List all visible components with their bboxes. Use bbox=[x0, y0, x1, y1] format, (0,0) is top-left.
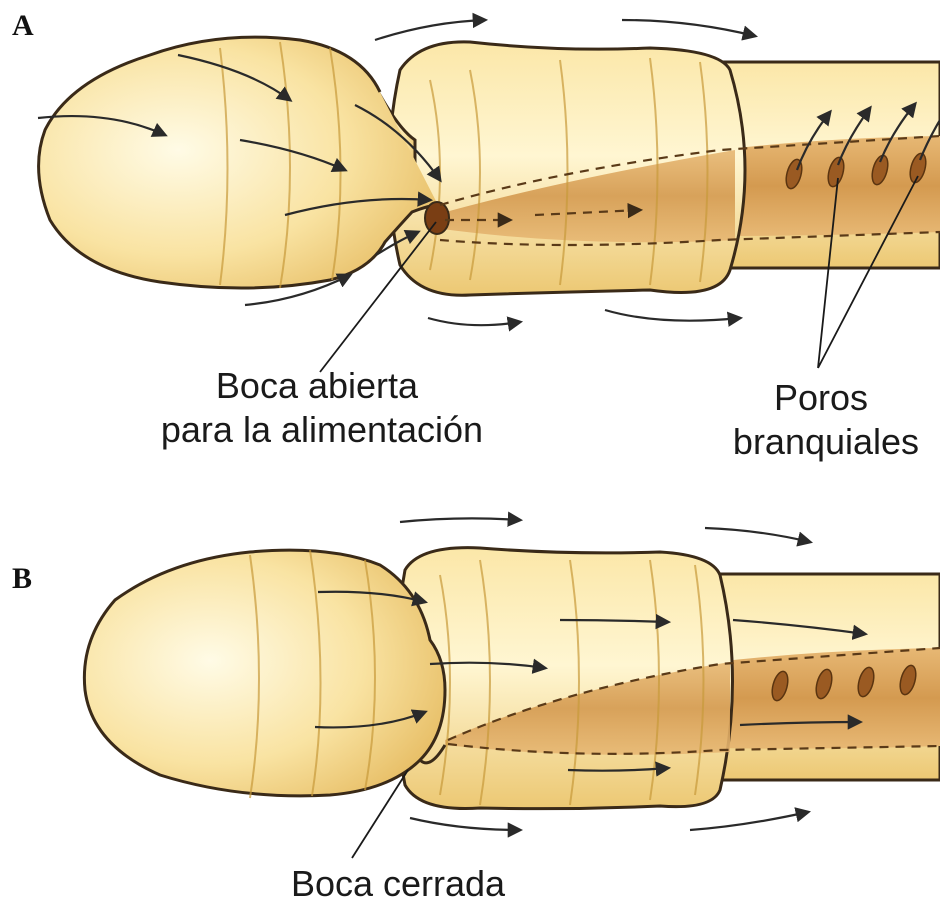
pores-label-a-line2: branquiales bbox=[733, 421, 919, 462]
panel-b: B bbox=[12, 518, 940, 904]
mouth-open-a bbox=[425, 202, 449, 234]
mouth-label-a: Boca abierta para la alimentación bbox=[161, 365, 483, 450]
mouth-label-b: Boca cerrada bbox=[291, 863, 506, 904]
pores-label-a-line1: Poros bbox=[774, 377, 868, 418]
pores-label-a: Poros branquiales bbox=[733, 377, 919, 462]
panel-b-letter: B bbox=[12, 562, 32, 595]
proboscis-a bbox=[39, 37, 438, 288]
mouth-label-b-line1: Boca cerrada bbox=[291, 863, 506, 904]
panel-a: A bbox=[12, 9, 940, 462]
proboscis-b bbox=[84, 550, 445, 798]
mouth-label-a-line1: Boca abierta bbox=[216, 365, 419, 406]
mouth-label-a-line2: para la alimentación bbox=[161, 409, 483, 450]
panel-a-letter: A bbox=[12, 9, 34, 42]
collar-a bbox=[389, 42, 745, 295]
